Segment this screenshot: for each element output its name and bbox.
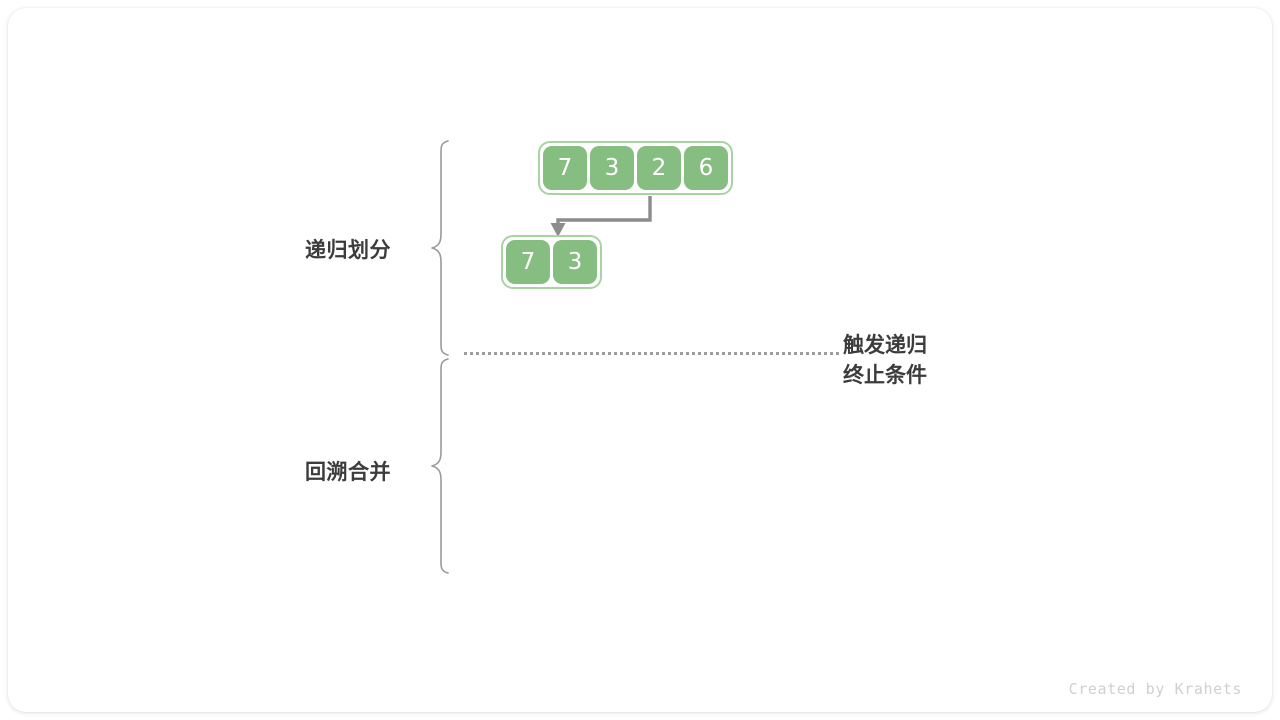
array-cell: 3	[590, 146, 634, 190]
split-arrow-icon	[550, 196, 652, 237]
array-cell: 6	[684, 146, 728, 190]
annotation-line-2: 终止条件	[843, 364, 927, 387]
base-case-annotation: 触发递归 终止条件	[843, 331, 927, 391]
figure-card	[8, 8, 1272, 712]
annotation-line-1: 触发递归	[843, 334, 927, 357]
array-cell: 7	[543, 146, 587, 190]
divide-phase-brace-icon	[431, 140, 449, 356]
root-array: 7 3 2 6	[538, 141, 733, 195]
phase-divider-dotted-line	[464, 352, 839, 358]
section-label-divide: 递归划分	[305, 239, 391, 262]
array-cell: 7	[506, 240, 550, 284]
array-cell: 3	[553, 240, 597, 284]
left-subarray: 7 3	[501, 235, 602, 289]
watermark-credit: Created by Krahets	[1068, 680, 1242, 698]
merge-phase-brace-icon	[431, 358, 449, 574]
array-cell: 2	[637, 146, 681, 190]
section-label-merge: 回溯合并	[305, 461, 391, 484]
